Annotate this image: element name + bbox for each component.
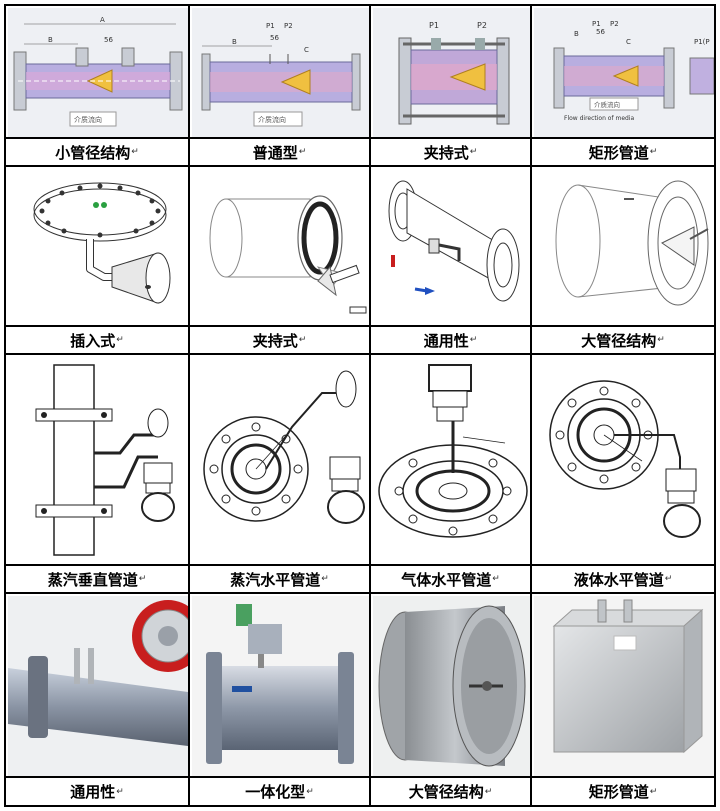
- universal-photo: [8, 596, 188, 776]
- p1-label: P1: [266, 22, 275, 30]
- caption-large-pipe: 大管径结构↵: [531, 326, 715, 354]
- caption-gas-horizontal: 气体水平管道↵: [370, 565, 531, 593]
- p2-label: P2: [610, 20, 619, 28]
- caption-small-pipe: 小管径结构↵: [5, 138, 189, 166]
- caption-universal-photo: 通用性↵: [5, 777, 189, 806]
- caption-steam-horizontal: 蒸汽水平管道↵: [189, 565, 370, 593]
- large-pipe-photo: [373, 596, 530, 776]
- clamp-sketch: [209, 195, 367, 314]
- photo-universal: [5, 593, 189, 777]
- image-steam-horizontal: [189, 354, 370, 565]
- flow-direction-label: 介质流向: [74, 115, 102, 124]
- insertion-diagram: [33, 182, 171, 304]
- dim-56-label: 56: [596, 28, 605, 36]
- caption-large-pipe-photo: 大管径结构↵: [370, 777, 531, 806]
- dim-b-label: B: [232, 38, 237, 46]
- image-steam-vertical: [5, 354, 189, 565]
- flow-direction-en-label: Flow direction of media: [564, 115, 635, 122]
- steam-vertical-diagram: [35, 364, 175, 556]
- image-large-pipe: [531, 166, 715, 326]
- caption-liquid-horizontal: 液体水平管道↵: [531, 565, 715, 593]
- caption-steam-vertical: 蒸汽垂直管道↵: [5, 565, 189, 593]
- gas-horizontal-diagram: [378, 364, 528, 538]
- image-universal: [370, 166, 531, 326]
- caption-clamp-2: 夹持式↵: [189, 326, 370, 354]
- small-pipe-diagram: A B 56 介质流向: [8, 8, 188, 137]
- flow-direction-label: 介质流向: [258, 115, 286, 124]
- image-liquid-horizontal: [531, 354, 715, 565]
- image-small-pipe: A B 56 介质流向: [5, 5, 189, 138]
- image-insertion: [5, 166, 189, 326]
- image-gas-horizontal: [370, 354, 531, 565]
- dim-56-label: 56: [270, 34, 279, 42]
- p1-label: P1: [592, 20, 601, 28]
- c-label: C: [304, 46, 309, 54]
- caption-clamp: 夹持式↵: [370, 138, 531, 166]
- p1p-label: P1(P: [694, 38, 710, 46]
- p1-label: P1: [429, 21, 439, 30]
- photo-large-pipe: [370, 593, 531, 777]
- dim-a-label: A: [100, 16, 105, 24]
- p2-label: P2: [477, 21, 487, 30]
- integrated-photo: [192, 596, 369, 776]
- rectangular-duct-photo: [534, 596, 714, 776]
- caption-universal: 通用性↵: [370, 326, 531, 354]
- steam-horizontal-diagram: [203, 370, 365, 524]
- photo-rectangular-duct: [531, 593, 715, 777]
- p2-label: P2: [284, 22, 293, 30]
- image-rectangular-duct: B P1 P2 56 C P1(P 介质流向 Flow direction of…: [531, 5, 715, 138]
- dim-b-label: B: [48, 36, 53, 44]
- clamp-diagram: P1 P2: [373, 8, 530, 137]
- standard-diagram: P1 P2 B 56 C 介质流向: [192, 8, 369, 137]
- flow-direction-cn-label: 介质流向: [594, 100, 620, 109]
- caption-rectangular-duct-photo: 矩形管道↵: [531, 777, 715, 806]
- dim-b-label: B: [574, 30, 579, 38]
- dim-56-label: 56: [104, 36, 113, 44]
- image-clamp-2: [189, 166, 370, 326]
- c-label: C: [626, 38, 631, 46]
- caption-standard: 普通型↵: [189, 138, 370, 166]
- photo-integrated: [189, 593, 370, 777]
- universal-diagram: [388, 180, 520, 302]
- caption-rectangular-duct: 矩形管道↵: [531, 138, 715, 166]
- image-clamp: P1 P2: [370, 5, 531, 138]
- flowmeter-type-grid: A B 56 介质流向 P1 P2 B 56 C: [4, 4, 716, 807]
- liquid-horizontal-diagram: [549, 380, 701, 538]
- rectangular-duct-diagram: B P1 P2 56 C P1(P 介质流向 Flow direction of…: [534, 8, 714, 137]
- caption-integrated: 一体化型↵: [189, 777, 370, 806]
- caption-insertion: 插入式↵: [5, 326, 189, 354]
- image-standard: P1 P2 B 56 C 介质流向: [189, 5, 370, 138]
- large-pipe-sketch: [555, 180, 709, 306]
